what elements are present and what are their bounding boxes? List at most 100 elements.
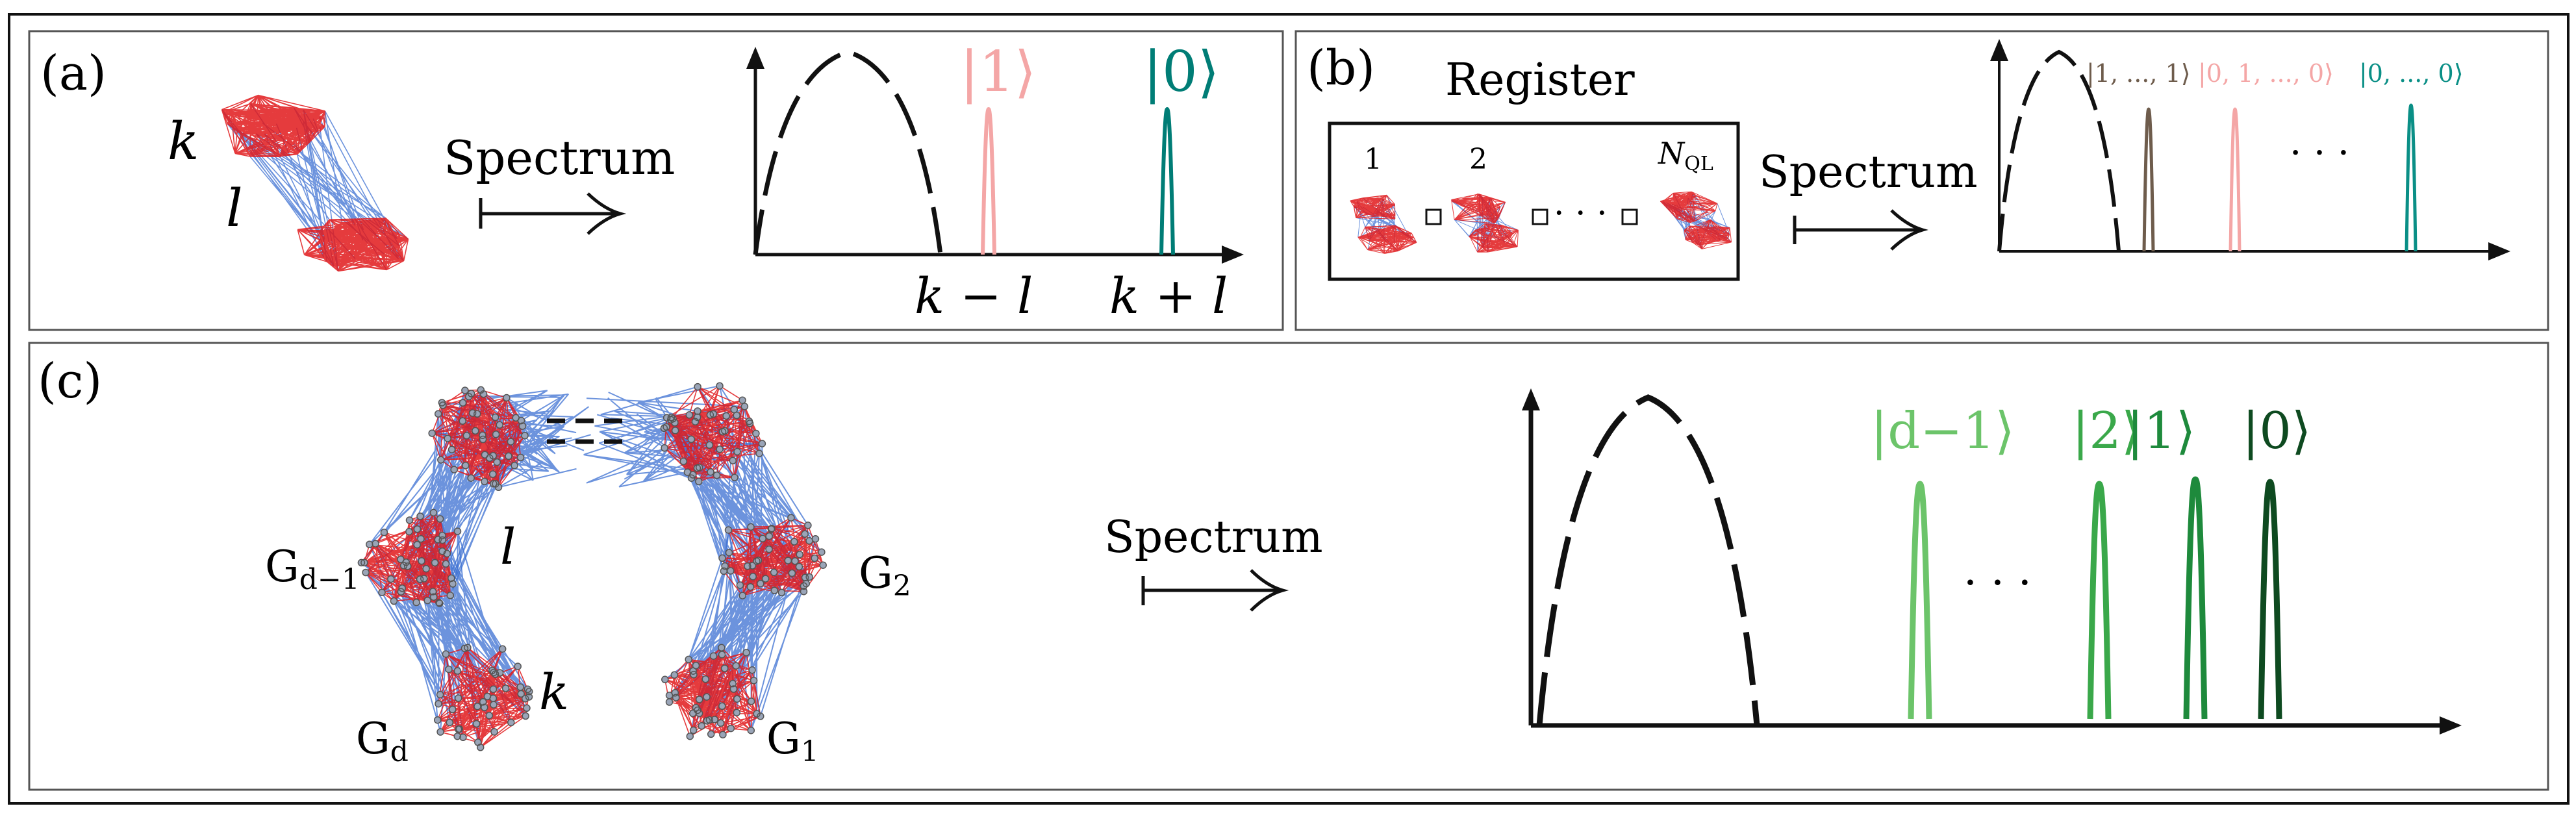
panel-a-axis-label-left: k − l bbox=[915, 267, 1033, 325]
panel-c-cluster-top-right-edges bbox=[663, 385, 763, 483]
panel-c-label-gd1-main: G bbox=[265, 542, 299, 592]
panel-c-peak-0 bbox=[2258, 479, 2282, 720]
panel-a-spectrum bbox=[746, 47, 1244, 264]
panel-a-y-arrowhead bbox=[746, 47, 764, 69]
panel-c-peak-dm1 bbox=[1908, 481, 1932, 720]
panel-a-state-1: |1⟩ bbox=[960, 40, 1036, 105]
panel-a-arrow-label: Spectrum bbox=[444, 131, 675, 185]
panel-c-mapsto-arrow bbox=[1141, 569, 1289, 612]
panel-a-label-l: l bbox=[226, 178, 243, 238]
panel-a: (a) k l Spectrum |1⟩ |0⟩ k − l k + l bbox=[28, 30, 1284, 331]
panel-a-peak-1 bbox=[981, 107, 996, 255]
panel-b-frame bbox=[1294, 30, 2549, 331]
panel-b-register-graph-1-bottom-edges bbox=[1357, 225, 1417, 254]
panel-c-cluster-top-right bbox=[660, 382, 766, 486]
panel-b-y-arrowhead bbox=[1990, 39, 2008, 61]
panel-a-frame bbox=[28, 30, 1284, 331]
panel-c-label-g2: G2 bbox=[859, 548, 911, 603]
panel-c-label-g1-main: G bbox=[766, 714, 801, 764]
panel-a-mapsto-arrow bbox=[479, 192, 627, 235]
panel-b-register-graph-n-bottom bbox=[1684, 219, 1732, 249]
panel-c-cluster-top-right-nodes bbox=[660, 382, 766, 486]
panel-c-cluster-g2 bbox=[718, 514, 827, 599]
panel-c-cluster-gd1 bbox=[357, 509, 462, 607]
panel-b-register-index-n-main: N bbox=[1658, 136, 1686, 171]
panel-b-register-index-n: NQL bbox=[1658, 136, 1713, 175]
panel-c-label-k: k bbox=[539, 663, 569, 721]
panel-b-register-graph-2 bbox=[1451, 194, 1519, 253]
panel-c-bulk-curve bbox=[1536, 394, 1760, 726]
panel-b-register-graph-1-top bbox=[1350, 194, 1396, 220]
panel-c-edges-g2-g1 bbox=[664, 517, 822, 736]
panel-a-inter-edges bbox=[221, 103, 409, 271]
panel-c-arrow-label: Spectrum bbox=[1104, 512, 1323, 563]
panel-b-register-title: Register bbox=[1445, 55, 1635, 106]
panel-c-cluster-gd-edges bbox=[436, 647, 530, 748]
panel-b-state-mixed: |0, 1, ..., 0⟩ bbox=[2198, 59, 2334, 88]
panel-c-edges-gd1-gd bbox=[360, 512, 530, 748]
panel-b-register-graph-n bbox=[1660, 191, 1732, 249]
panel-c-cluster-g1 bbox=[661, 644, 764, 740]
panel-b-register-graph-n-top bbox=[1660, 191, 1718, 223]
panel-b-register-graph-2-top-edges bbox=[1451, 194, 1506, 224]
panel-b-register-graph-1-bottom bbox=[1357, 225, 1417, 254]
panel-a-axis-label-right: k + l bbox=[1109, 267, 1228, 325]
panel-b-state-zeros: |0, ..., 0⟩ bbox=[2359, 59, 2464, 88]
panel-b-register-box-small-3 bbox=[1621, 208, 1638, 225]
panel-b-register-box-small-2 bbox=[1532, 208, 1548, 225]
panel-b-x-arrowhead bbox=[2488, 242, 2510, 260]
panel-b-register-graph-2-bottom-edges bbox=[1469, 223, 1519, 253]
panel-a-cluster-k bbox=[221, 94, 326, 157]
panel-c-label-g1-sub: 1 bbox=[801, 735, 819, 768]
panel-b-register-graphs bbox=[1350, 191, 1732, 254]
panel-c-cluster-top-left bbox=[428, 386, 529, 491]
panel-a-tag: (a) bbox=[40, 45, 107, 101]
panel-b-register-dots: · · · bbox=[1554, 194, 1608, 233]
panel-c-y-arrowhead bbox=[1522, 388, 1540, 410]
panel-c-label-gd: Gd bbox=[356, 714, 409, 768]
panel-c: (c) Gd−1 Gd G2 G1 l k Spectrum |d−1⟩ |2⟩… bbox=[28, 342, 2549, 791]
panel-c-x-arrowhead bbox=[2440, 716, 2462, 735]
panel-c-cluster-gd bbox=[433, 644, 533, 751]
panel-b-register-graph-n-bottom-edges bbox=[1684, 219, 1732, 249]
panel-b-peak-zeros bbox=[2405, 103, 2418, 252]
panel-c-edges-gtr-g2 bbox=[663, 385, 824, 596]
panel-b-register-box-small-1 bbox=[1425, 208, 1442, 225]
panel-a-label-k: k bbox=[168, 111, 199, 171]
panel-b-register-graph-2-bottom bbox=[1469, 223, 1519, 253]
panel-b-peak-ones bbox=[2142, 107, 2155, 252]
panel-b-register-graph-2-top bbox=[1451, 194, 1506, 224]
panel-b-register-graph-1 bbox=[1350, 194, 1417, 254]
panel-a-x-arrowhead bbox=[1222, 245, 1244, 264]
panel-c-label-gd1-sub: d−1 bbox=[299, 563, 360, 596]
panel-b-bulk-curve bbox=[1997, 49, 2121, 252]
panel-c-state-2: |2⟩ bbox=[2072, 402, 2141, 460]
panel-c-frame bbox=[28, 342, 2549, 791]
panel-b-spectrum bbox=[1990, 39, 2510, 260]
panel-c-cluster-gd1-nodes bbox=[357, 509, 462, 607]
panel-c-state-0: |0⟩ bbox=[2242, 402, 2311, 460]
panel-b-state-ones: |1, ..., 1⟩ bbox=[2086, 59, 2191, 88]
panel-c-spectrum-dots: · · · bbox=[1964, 558, 2032, 608]
panel-a-peak-0 bbox=[1159, 107, 1175, 255]
panel-b-spectrum-dots: · · · bbox=[2290, 131, 2349, 175]
panel-b-tag: (b) bbox=[1307, 40, 1375, 96]
panel-b-peak-mixed bbox=[2229, 107, 2241, 252]
panel-c-label-l: l bbox=[500, 518, 516, 575]
panel-b-mapsto-arrow bbox=[1793, 209, 1928, 251]
panel-c-cluster-g2-nodes bbox=[718, 514, 827, 599]
panel-c-label-gd-sub: d bbox=[390, 735, 409, 768]
panel-c-label-gd1: Gd−1 bbox=[265, 542, 360, 596]
panel-c-state-dm1: |d−1⟩ bbox=[1871, 402, 2015, 460]
panel-c-ellipsis-dashes bbox=[547, 418, 629, 444]
panel-b-register-graph-n-top-edges bbox=[1660, 191, 1718, 223]
panel-a-bulk-curve bbox=[753, 49, 943, 255]
panel-b-register-index-n-sub: QL bbox=[1684, 153, 1713, 175]
panel-a-cluster-l-edges bbox=[297, 218, 409, 272]
panel-a-cluster-k-edges bbox=[221, 94, 326, 157]
panel-c-peak-1 bbox=[2183, 476, 2208, 720]
panel-c-label-g1: G1 bbox=[766, 714, 819, 768]
panel-b-register-graph-1-top-edges bbox=[1350, 194, 1396, 220]
panel-c-label-gd-main: G bbox=[356, 714, 390, 764]
